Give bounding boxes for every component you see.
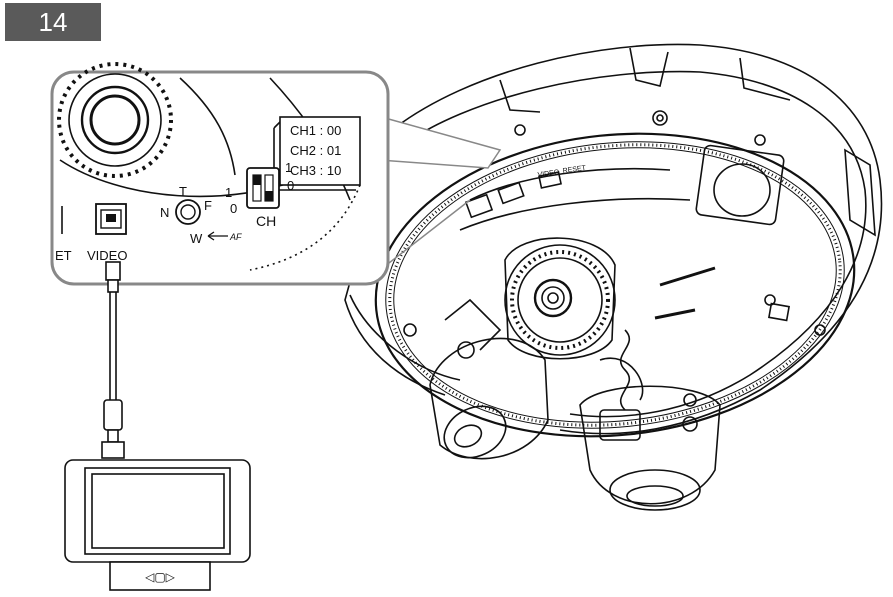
channel-map-line-1: CH1 : 00 [290, 123, 341, 138]
ch-left-zero-label: 0 [230, 201, 237, 216]
video-port-label: VIDEO [87, 248, 127, 263]
focus-near-label: N [160, 205, 169, 220]
video-cable [101, 261, 125, 459]
focus-tele-label: T [179, 184, 187, 199]
step-number-badge: 14 [5, 3, 101, 41]
lens-ring-teeth [510, 250, 610, 350]
ch-switch-label: CH [256, 213, 276, 229]
focus-wide-label: W [190, 231, 203, 246]
camera-video-label: VIDEO [537, 169, 560, 179]
ch-right-zero-label: 0 [287, 178, 294, 193]
ch-dip-switch[interactable] [246, 167, 280, 209]
video-port[interactable] [61, 203, 127, 235]
step-number: 14 [38, 7, 68, 37]
focus-af-label: AF [229, 232, 242, 242]
ch-right-one-label: 1 [285, 160, 292, 175]
ring-gear-teeth [388, 143, 842, 427]
zoom-panel-content [57, 62, 361, 271]
reset-label-partial: ET [55, 248, 72, 263]
focus-dial[interactable] [175, 199, 228, 241]
test-monitor [64, 459, 251, 591]
monitor-nav-buttons[interactable]: ◁▢▷ [145, 570, 176, 584]
ch-left-one-label: 1 [225, 185, 232, 200]
camera-dome [344, 43, 883, 511]
channel-map-line-2: CH2 : 01 [290, 143, 341, 158]
camera-reset-label: RESET [562, 165, 587, 175]
channel-map-line-3: CH3 : 10 [290, 163, 341, 178]
focus-far-label: F [204, 198, 212, 213]
